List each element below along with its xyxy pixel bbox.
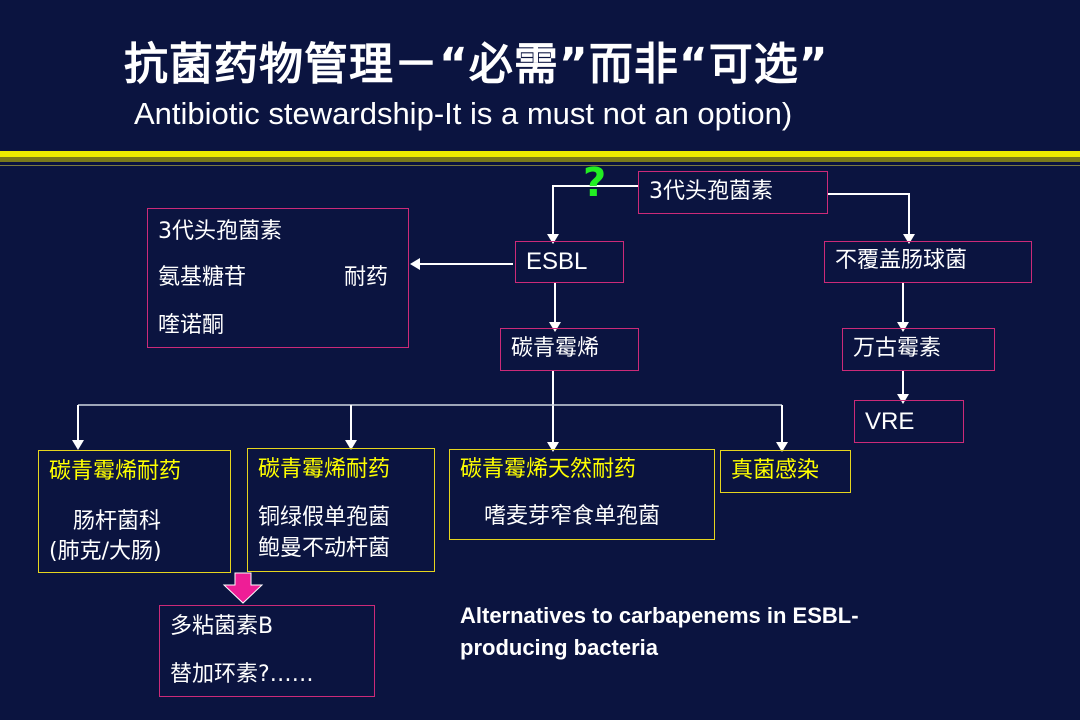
arrowhead-resistant: [410, 258, 420, 270]
node-vancomycin: 万古霉素: [842, 328, 995, 371]
arrowhead-drop-4: [776, 442, 788, 452]
node-cre-nonfermenters: 碳青霉烯耐药 铜绿假单孢菌 鲍曼不动杆菌: [247, 448, 435, 572]
node-carbapenem: 碳青霉烯: [500, 328, 639, 371]
pink-down-arrow: [222, 572, 264, 604]
node-resistant-agents: 3代头孢菌素 氨基糖苷 耐药 喹诺酮: [147, 208, 409, 348]
slide-title-chinese: 抗菌药物管理－“必需”而非“可选”: [124, 39, 829, 90]
node-vre: VRE: [854, 400, 964, 443]
node-line: 嗜麦芽窄食单孢菌: [484, 504, 661, 529]
node-label: VRE: [865, 408, 915, 435]
node-label: ESBL: [526, 248, 588, 275]
node-fungal-infection: 真菌感染: [720, 450, 851, 493]
arrowhead-drop-3: [547, 442, 559, 452]
node-no-enterococcus-coverage: 不覆盖肠球菌: [824, 241, 1032, 283]
header-band-line: [0, 165, 1080, 166]
arrowhead-no-enterococcus: [903, 234, 915, 244]
node-line: 鲍曼不动杆菌: [258, 536, 391, 561]
resistant-line-quinolone: 喹诺酮: [158, 313, 225, 338]
arrowhead-vancomycin: [897, 322, 909, 332]
node-line: 肠杆菌科: [73, 509, 162, 534]
resistant-line-cephalosporin: 3代头孢菌素: [158, 219, 282, 244]
node-cephalosporin-3rd-gen: 3代头孢菌素: [638, 171, 828, 214]
alternatives-note: Alternatives to carbapenems in ESBL- pro…: [460, 600, 859, 664]
alternatives-line-1: Alternatives to carbapenems in ESBL-: [460, 603, 859, 628]
node-line: 铜绿假单孢菌: [258, 505, 391, 530]
node-esbl: ESBL: [515, 241, 624, 283]
node-line: 替加环素?……: [170, 662, 314, 687]
arrowhead-carbapenem: [549, 322, 561, 332]
node-label: 不覆盖肠球菌: [835, 248, 968, 273]
question-mark-icon: ?: [583, 160, 607, 206]
resistant-label: 耐药: [344, 265, 389, 290]
header-band-yellow: [0, 151, 1080, 157]
resistant-line-aminoglycoside: 氨基糖苷: [158, 265, 247, 290]
connector-ceph-to-no-enterococcus: [828, 193, 910, 238]
node-title: 碳青霉烯天然耐药: [460, 457, 637, 482]
node-title: 真菌感染: [731, 458, 820, 483]
node-label: 3代头孢菌素: [649, 179, 773, 204]
header-band-olive: [0, 157, 1080, 162]
arrowhead-drop-2: [345, 440, 357, 450]
arrowhead-esbl: [547, 234, 559, 244]
node-title: 碳青霉烯耐药: [49, 459, 182, 484]
node-label: 碳青霉烯: [511, 336, 600, 361]
node-title: 碳青霉烯耐药: [258, 457, 391, 482]
slide-title-english: Antibiotic stewardship-It is a must not …: [134, 96, 793, 131]
node-line: (肺克/大肠): [49, 539, 162, 564]
arrowhead-drop-1: [72, 440, 84, 450]
node-cre-enterobacteriaceae: 碳青霉烯耐药 肠杆菌科 (肺克/大肠): [38, 450, 231, 573]
arrowhead-vre: [897, 394, 909, 404]
node-natural-resistance: 碳青霉烯天然耐药 嗜麦芽窄食单孢菌: [449, 449, 715, 540]
node-label: 万古霉素: [853, 336, 942, 361]
node-line: 多粘菌素B: [170, 614, 274, 639]
connector-ceph-to-esbl: [552, 185, 638, 238]
node-polymyxin-tigecycline: 多粘菌素B 替加环素?……: [159, 605, 375, 697]
alternatives-line-2: producing bacteria: [460, 635, 659, 660]
